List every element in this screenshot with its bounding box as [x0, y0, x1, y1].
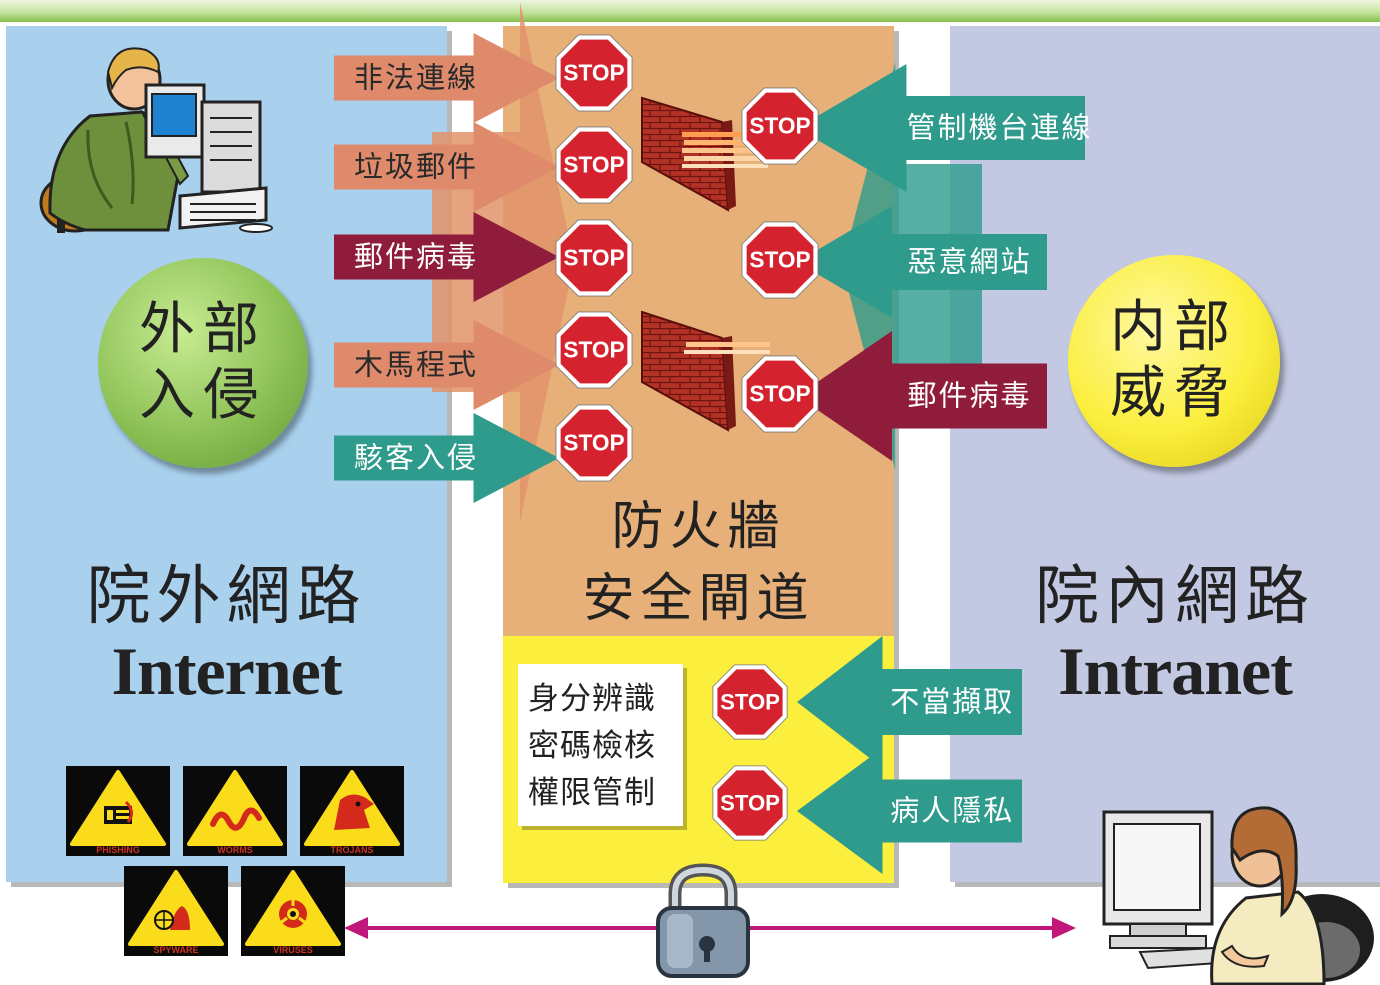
stop-sign-text: STOP	[720, 689, 780, 714]
internal-threat-circle: 内部 威脅	[1068, 255, 1280, 467]
auth-measure-identity: 身分辨識	[528, 681, 656, 717]
stop-sign-text: STOP	[563, 152, 624, 178]
privacy-threat-arrow-1-label: 不當擷取	[890, 684, 1015, 719]
stop-sign-access-2: STOP	[709, 762, 791, 844]
external-threat-arrow-5-label: 駭客入侵	[354, 440, 479, 475]
internal-threat-arrow-2-label: 惡意網站	[907, 244, 1032, 279]
external-user-clipart	[30, 38, 275, 233]
external-network-subtitle: Internet	[111, 633, 343, 709]
circle-text-line-1: 外部	[139, 296, 267, 362]
stop-sign-external-5: STOP	[552, 401, 636, 485]
auth-measures-box: 身分辨識 密碼檢核 權限管制	[518, 664, 683, 826]
stop-sign-text: STOP	[749, 113, 810, 139]
stop-sign-text: STOP	[749, 247, 810, 273]
firewall-title-line-1: 防火牆	[611, 497, 786, 557]
internal-network-subtitle: Intranet	[1058, 633, 1293, 709]
circle-text-line-2: 威脅	[1110, 361, 1238, 426]
stop-sign-text: STOP	[563, 245, 624, 271]
malware-badge-caption: WORMS	[217, 845, 253, 855]
stop-sign-external-3: STOP	[552, 216, 636, 300]
malware-badge-caption: SPYWARE	[153, 945, 199, 955]
top-gradient-bar	[0, 0, 1380, 22]
external-threat-arrow-3-label: 郵件病毒	[354, 239, 479, 274]
internal-network-title: 院內網路	[1035, 560, 1315, 634]
stop-sign-external-4: STOP	[552, 308, 636, 392]
external-network-title: 院外網路	[86, 560, 367, 634]
external-threat-arrow-2-label: 垃圾郵件	[354, 149, 479, 184]
stop-sign-text: STOP	[720, 790, 780, 815]
auth-measure-password: 密碼檢核	[528, 728, 656, 764]
brick-wall-lower	[640, 304, 780, 434]
stop-sign-internal-3: STOP	[738, 352, 822, 436]
external-threat-arrow-1-label: 非法連線	[354, 60, 479, 95]
malware-badge-caption: PHISHING	[96, 845, 140, 855]
malware-warning-badge-trojans: TROJANS	[300, 766, 404, 856]
internal-threat-arrow-1-label: 管制機台連線	[906, 110, 1093, 145]
privacy-threat-arrow-2-label: 病人隱私	[890, 793, 1015, 828]
malware-warning-badge-phishing: PHISHING	[66, 766, 170, 856]
malware-warning-badge-worms: WORMS	[183, 766, 287, 856]
firewall-title-line-2: 安全閘道	[582, 569, 815, 629]
stop-sign-external-2: STOP	[552, 123, 636, 207]
stop-sign-text: STOP	[749, 381, 810, 407]
stop-sign-text: STOP	[563, 337, 624, 363]
malware-badge-caption: VIRUSES	[273, 945, 313, 955]
circle-text-line-1: 内部	[1110, 294, 1238, 360]
internal-threat-arrow-3-label: 郵件病毒	[907, 378, 1032, 413]
padlock-icon	[645, 862, 760, 982]
stop-sign-text: STOP	[563, 60, 624, 86]
stop-sign-internal-1: STOP	[738, 84, 822, 168]
internal-user-clipart	[1100, 800, 1380, 985]
stop-sign-access-1: STOP	[709, 661, 791, 743]
external-threat-arrow-4-label: 木馬程式	[354, 347, 479, 382]
stop-sign-internal-2: STOP	[738, 218, 822, 302]
circle-text-line-2: 入侵	[139, 363, 267, 428]
malware-badge-caption: TROJANS	[330, 845, 374, 855]
stop-sign-text: STOP	[563, 430, 624, 456]
auth-measure-permission: 權限管制	[528, 775, 656, 811]
brick-wall-upper	[640, 86, 780, 214]
stop-sign-external-1: STOP	[552, 31, 636, 115]
malware-warning-badge-viruses: VIRUSES	[241, 866, 345, 956]
external-intrusion-circle: 外部 入侵	[98, 258, 308, 468]
malware-warning-badge-spyware: SPYWARE	[124, 866, 228, 956]
